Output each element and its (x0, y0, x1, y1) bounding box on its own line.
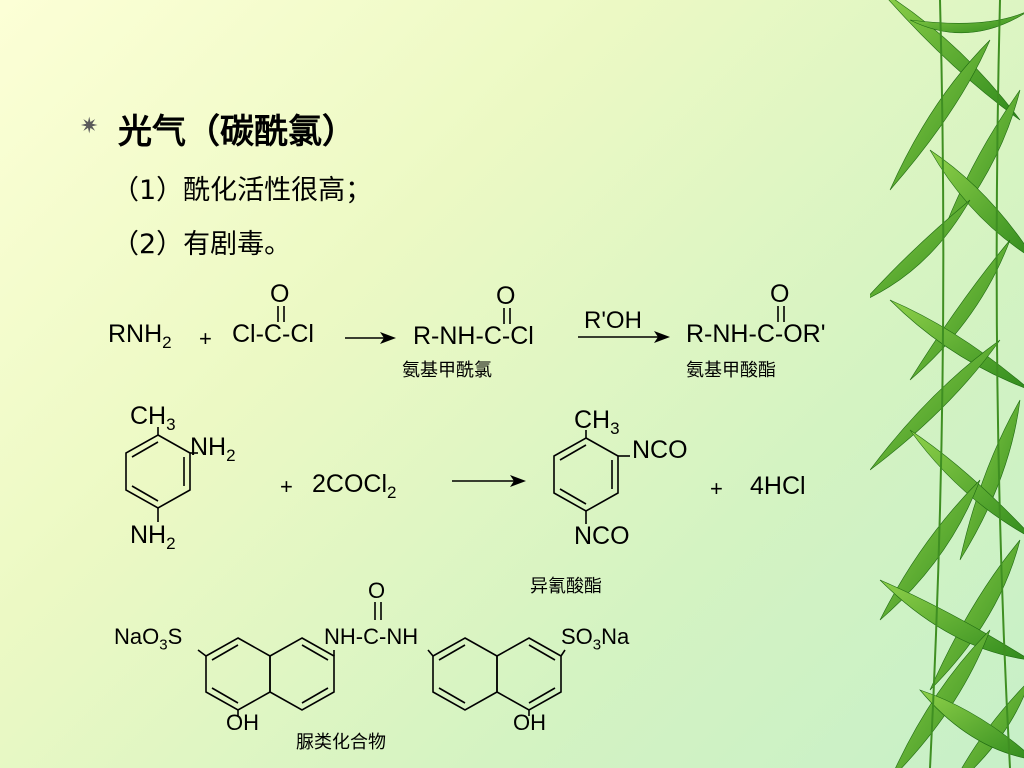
r1-reactant-rnh2: RNH2 (108, 320, 172, 352)
r1-product-oxygen: O (770, 280, 790, 308)
point-2: （2）有剧毒。 (112, 229, 292, 260)
asterisk-bullet-icon: ✷ (80, 114, 99, 139)
r2-reactant-nh2-top: NH2 (190, 433, 236, 465)
r1-phosgene: Cl-C-Cl (232, 320, 314, 348)
r3-left-oh: OH (226, 710, 259, 735)
bamboo-leaves-decoration (870, 0, 1024, 768)
r3-left-sulfonate: NaO3S (114, 624, 183, 654)
r2-reactant-ch3: CH3 (130, 402, 176, 434)
r1-product-name: 氨基甲酸酯 (686, 360, 776, 381)
r3-bridge-oxygen: O (368, 578, 386, 603)
r2-plus-2: + (710, 476, 723, 501)
r1-product: R-NH-C-OR' (686, 320, 826, 348)
r1-intermediate: R-NH-C-Cl (413, 322, 534, 350)
r2-product-nco-bottom: NCO (574, 522, 630, 550)
r1-intermediate-name: 氨基甲酰氯 (402, 360, 492, 381)
r3-compound-name: 脲类化合物 (296, 732, 386, 753)
r2-product-nco-top: NCO (632, 436, 688, 464)
r2-reagent: 2COCl2 (312, 470, 397, 502)
r3-urea-bridge: NH-C-NH (324, 624, 419, 649)
r2-product-ch3: CH3 (574, 406, 620, 438)
r1-phosgene-oxygen: O (270, 280, 290, 308)
r2-plus-1: + (280, 474, 293, 499)
r1-condition: R'OH (584, 307, 642, 334)
r2-product-name: 异氰酸酯 (530, 576, 602, 597)
r2-byproduct: 4HCl (750, 472, 806, 500)
r1-intermediate-oxygen: O (496, 282, 516, 310)
r3-right-sulfonate: SO3Na (561, 624, 630, 654)
r1-plus: + (199, 326, 212, 351)
r3-right-oh: OH (513, 710, 546, 735)
r2-reactant-nh2-bottom: NH2 (130, 521, 176, 553)
slide-title: 光气（碳酰氯） (118, 112, 356, 152)
point-1: （1）酰化活性很高； (112, 175, 373, 206)
